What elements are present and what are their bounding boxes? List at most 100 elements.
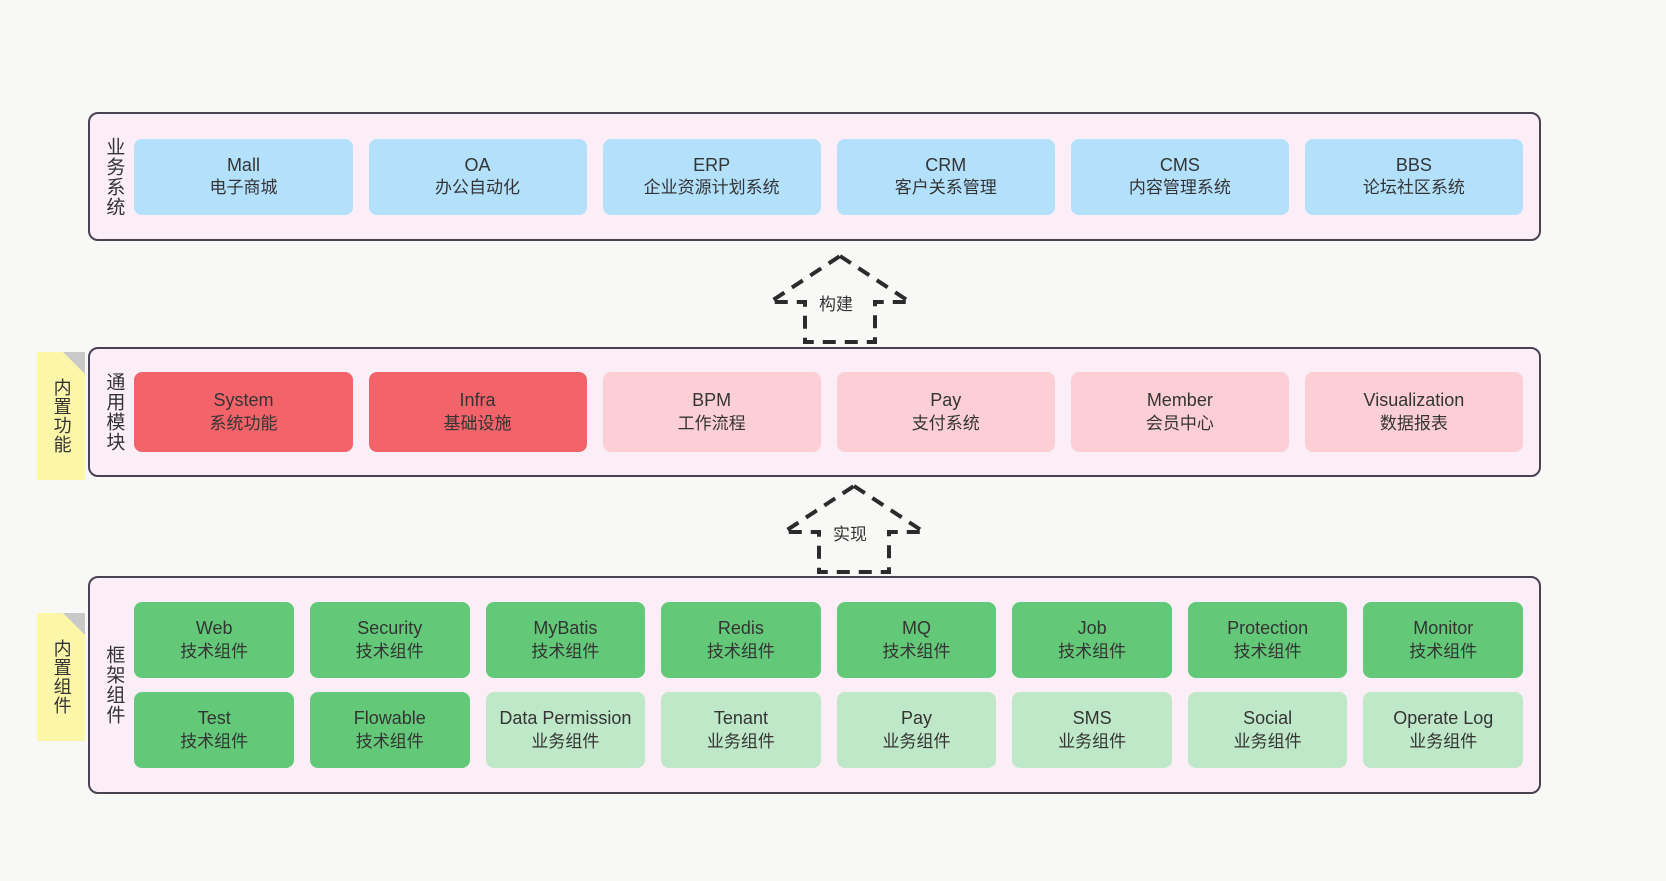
card-monitor[interactable]: Monitor 技术组件 — [1363, 602, 1524, 678]
card-mybatis[interactable]: MyBatis 技术组件 — [485, 602, 646, 678]
card-title: Job — [1077, 618, 1107, 639]
card-subtitle: 客户关系管理 — [894, 178, 997, 198]
layer-common-modules: 通用模块 System 系统功能 Infra 基础设施 BPM 工作流程 Pay — [88, 347, 1541, 477]
card-pay-component[interactable]: Pay 业务组件 — [836, 692, 997, 768]
card-test[interactable]: Test 技术组件 — [134, 692, 294, 768]
card-title: Flowable — [353, 708, 426, 729]
card-subtitle: 业务组件 — [706, 731, 775, 751]
card-subtitle: 办公自动化 — [435, 178, 521, 198]
card-title: Social — [1243, 708, 1293, 729]
folded-corner-icon — [63, 613, 85, 635]
card-subtitle: 业务组件 — [1233, 731, 1302, 751]
card-subtitle: 论坛社区系统 — [1362, 178, 1465, 198]
card-subtitle: 业务组件 — [882, 731, 951, 751]
card-title: Pay — [900, 708, 933, 729]
card-member[interactable]: Member 会员中心 — [1070, 372, 1289, 452]
card-title: BPM — [692, 390, 732, 411]
sticky-note-builtin-component: 内置组件 — [37, 613, 85, 741]
card-subtitle: 技术组件 — [531, 641, 600, 661]
card-social[interactable]: Social 业务组件 — [1187, 692, 1348, 768]
layer-framework-components: 框架组件 Web 技术组件 Security 技术组件 MyBatis 技术组件… — [88, 576, 1541, 794]
card-redis[interactable]: Redis 技术组件 — [661, 602, 821, 678]
card-title: Data Permission — [499, 708, 632, 729]
layer-body-common: System 系统功能 Infra 基础设施 BPM 工作流程 Pay 支付系统… — [134, 372, 1539, 452]
card-title: Mall — [226, 154, 260, 175]
business-card-row: Mall 电子商城 OA 办公自动化 ERP 企业资源计划系统 CRM 客户关系… — [134, 138, 1523, 215]
card-job[interactable]: Job 技术组件 — [1012, 602, 1172, 678]
card-operate-log[interactable]: Operate Log 业务组件 — [1363, 692, 1524, 768]
card-title: System — [213, 390, 274, 411]
layer-body-business: Mall 电子商城 OA 办公自动化 ERP 企业资源计划系统 CRM 客户关系… — [134, 138, 1539, 215]
card-subtitle: 技术组件 — [1409, 641, 1478, 661]
card-subtitle: 系统功能 — [209, 413, 278, 433]
card-title: Operate Log — [1393, 708, 1494, 729]
arrow-label-build: 构建 — [819, 295, 853, 314]
card-title: SMS — [1072, 708, 1112, 729]
dashed-generalization-arrow-icon — [763, 253, 917, 344]
card-title: OA — [464, 154, 491, 175]
card-bpm[interactable]: BPM 工作流程 — [602, 372, 821, 452]
card-title: Infra — [459, 390, 496, 411]
card-title: MQ — [902, 618, 931, 639]
card-sms[interactable]: SMS 业务组件 — [1012, 692, 1172, 768]
layer-caption-common: 通用模块 — [103, 372, 125, 452]
card-subtitle: 支付系统 — [911, 413, 980, 433]
card-title: Visualization — [1363, 390, 1465, 411]
card-bbs[interactable]: BBS 论坛社区系统 — [1304, 138, 1523, 215]
card-title: Tenant — [713, 708, 768, 729]
card-protection[interactable]: Protection 技术组件 — [1187, 602, 1348, 678]
card-title: Pay — [930, 390, 962, 411]
card-infra[interactable]: Infra 基础设施 — [368, 372, 587, 452]
card-mq[interactable]: MQ 技术组件 — [836, 602, 997, 678]
card-flowable[interactable]: Flowable 技术组件 — [309, 692, 470, 768]
card-mall[interactable]: Mall 电子商城 — [134, 138, 353, 215]
layer-body-framework: Web 技术组件 Security 技术组件 MyBatis 技术组件 Redi… — [134, 602, 1539, 768]
card-data-permission[interactable]: Data Permission 业务组件 — [485, 692, 646, 768]
card-title: BBS — [1395, 154, 1432, 175]
card-subtitle: 技术组件 — [355, 731, 424, 751]
card-title: CRM — [925, 154, 967, 175]
card-title: Protection — [1227, 618, 1309, 639]
card-title: ERP — [693, 154, 731, 175]
sticky-note-text: 内置功能 — [51, 378, 72, 454]
layer-caption-business: 业务系统 — [103, 136, 125, 217]
card-title: Redis — [717, 618, 764, 639]
arrow-build: 构建 — [755, 252, 925, 344]
card-crm[interactable]: CRM 客户关系管理 — [836, 138, 1055, 215]
card-erp[interactable]: ERP 企业资源计划系统 — [602, 138, 821, 215]
card-subtitle: 企业资源计划系统 — [643, 178, 780, 198]
card-subtitle: 技术组件 — [1233, 641, 1302, 661]
arrow-implement: 实现 — [769, 482, 939, 574]
card-oa[interactable]: OA 办公自动化 — [368, 138, 587, 215]
folded-corner-icon — [63, 352, 85, 374]
card-subtitle: 会员中心 — [1145, 413, 1214, 433]
card-subtitle: 内容管理系统 — [1128, 178, 1231, 198]
card-subtitle: 数据报表 — [1379, 413, 1448, 433]
card-title: CMS — [1159, 154, 1200, 175]
card-visualization[interactable]: Visualization 数据报表 — [1304, 372, 1523, 452]
card-system[interactable]: System 系统功能 — [134, 372, 353, 452]
dashed-generalization-arrow-icon — [777, 483, 931, 574]
layer-business-systems: 业务系统 Mall 电子商城 OA 办公自动化 ERP 企业资源计划系统 CRM — [88, 112, 1541, 241]
card-title: Monitor — [1413, 618, 1474, 639]
framework-card-row-1: Web 技术组件 Security 技术组件 MyBatis 技术组件 Redi… — [134, 602, 1524, 678]
card-title: Security — [357, 618, 423, 639]
sticky-note-text: 内置组件 — [51, 639, 72, 715]
arrow-label-implement: 实现 — [833, 525, 867, 544]
card-pay-module[interactable]: Pay 支付系统 — [836, 372, 1055, 452]
card-title: MyBatis — [533, 618, 598, 639]
card-cms[interactable]: CMS 内容管理系统 — [1070, 138, 1289, 215]
card-subtitle: 电子商城 — [209, 178, 278, 198]
card-title: Member — [1146, 390, 1213, 411]
card-subtitle: 业务组件 — [1409, 731, 1478, 751]
card-subtitle: 技术组件 — [355, 641, 424, 661]
sticky-note-builtin-function: 内置功能 — [37, 352, 85, 480]
card-web[interactable]: Web 技术组件 — [134, 602, 294, 678]
card-subtitle: 技术组件 — [180, 731, 249, 751]
card-tenant[interactable]: Tenant 业务组件 — [661, 692, 821, 768]
framework-card-row-2: Test 技术组件 Flowable 技术组件 Data Permission … — [134, 692, 1524, 768]
card-title: Web — [195, 618, 233, 639]
card-subtitle: 技术组件 — [706, 641, 775, 661]
card-subtitle: 基础设施 — [443, 413, 512, 433]
card-security[interactable]: Security 技术组件 — [309, 602, 470, 678]
